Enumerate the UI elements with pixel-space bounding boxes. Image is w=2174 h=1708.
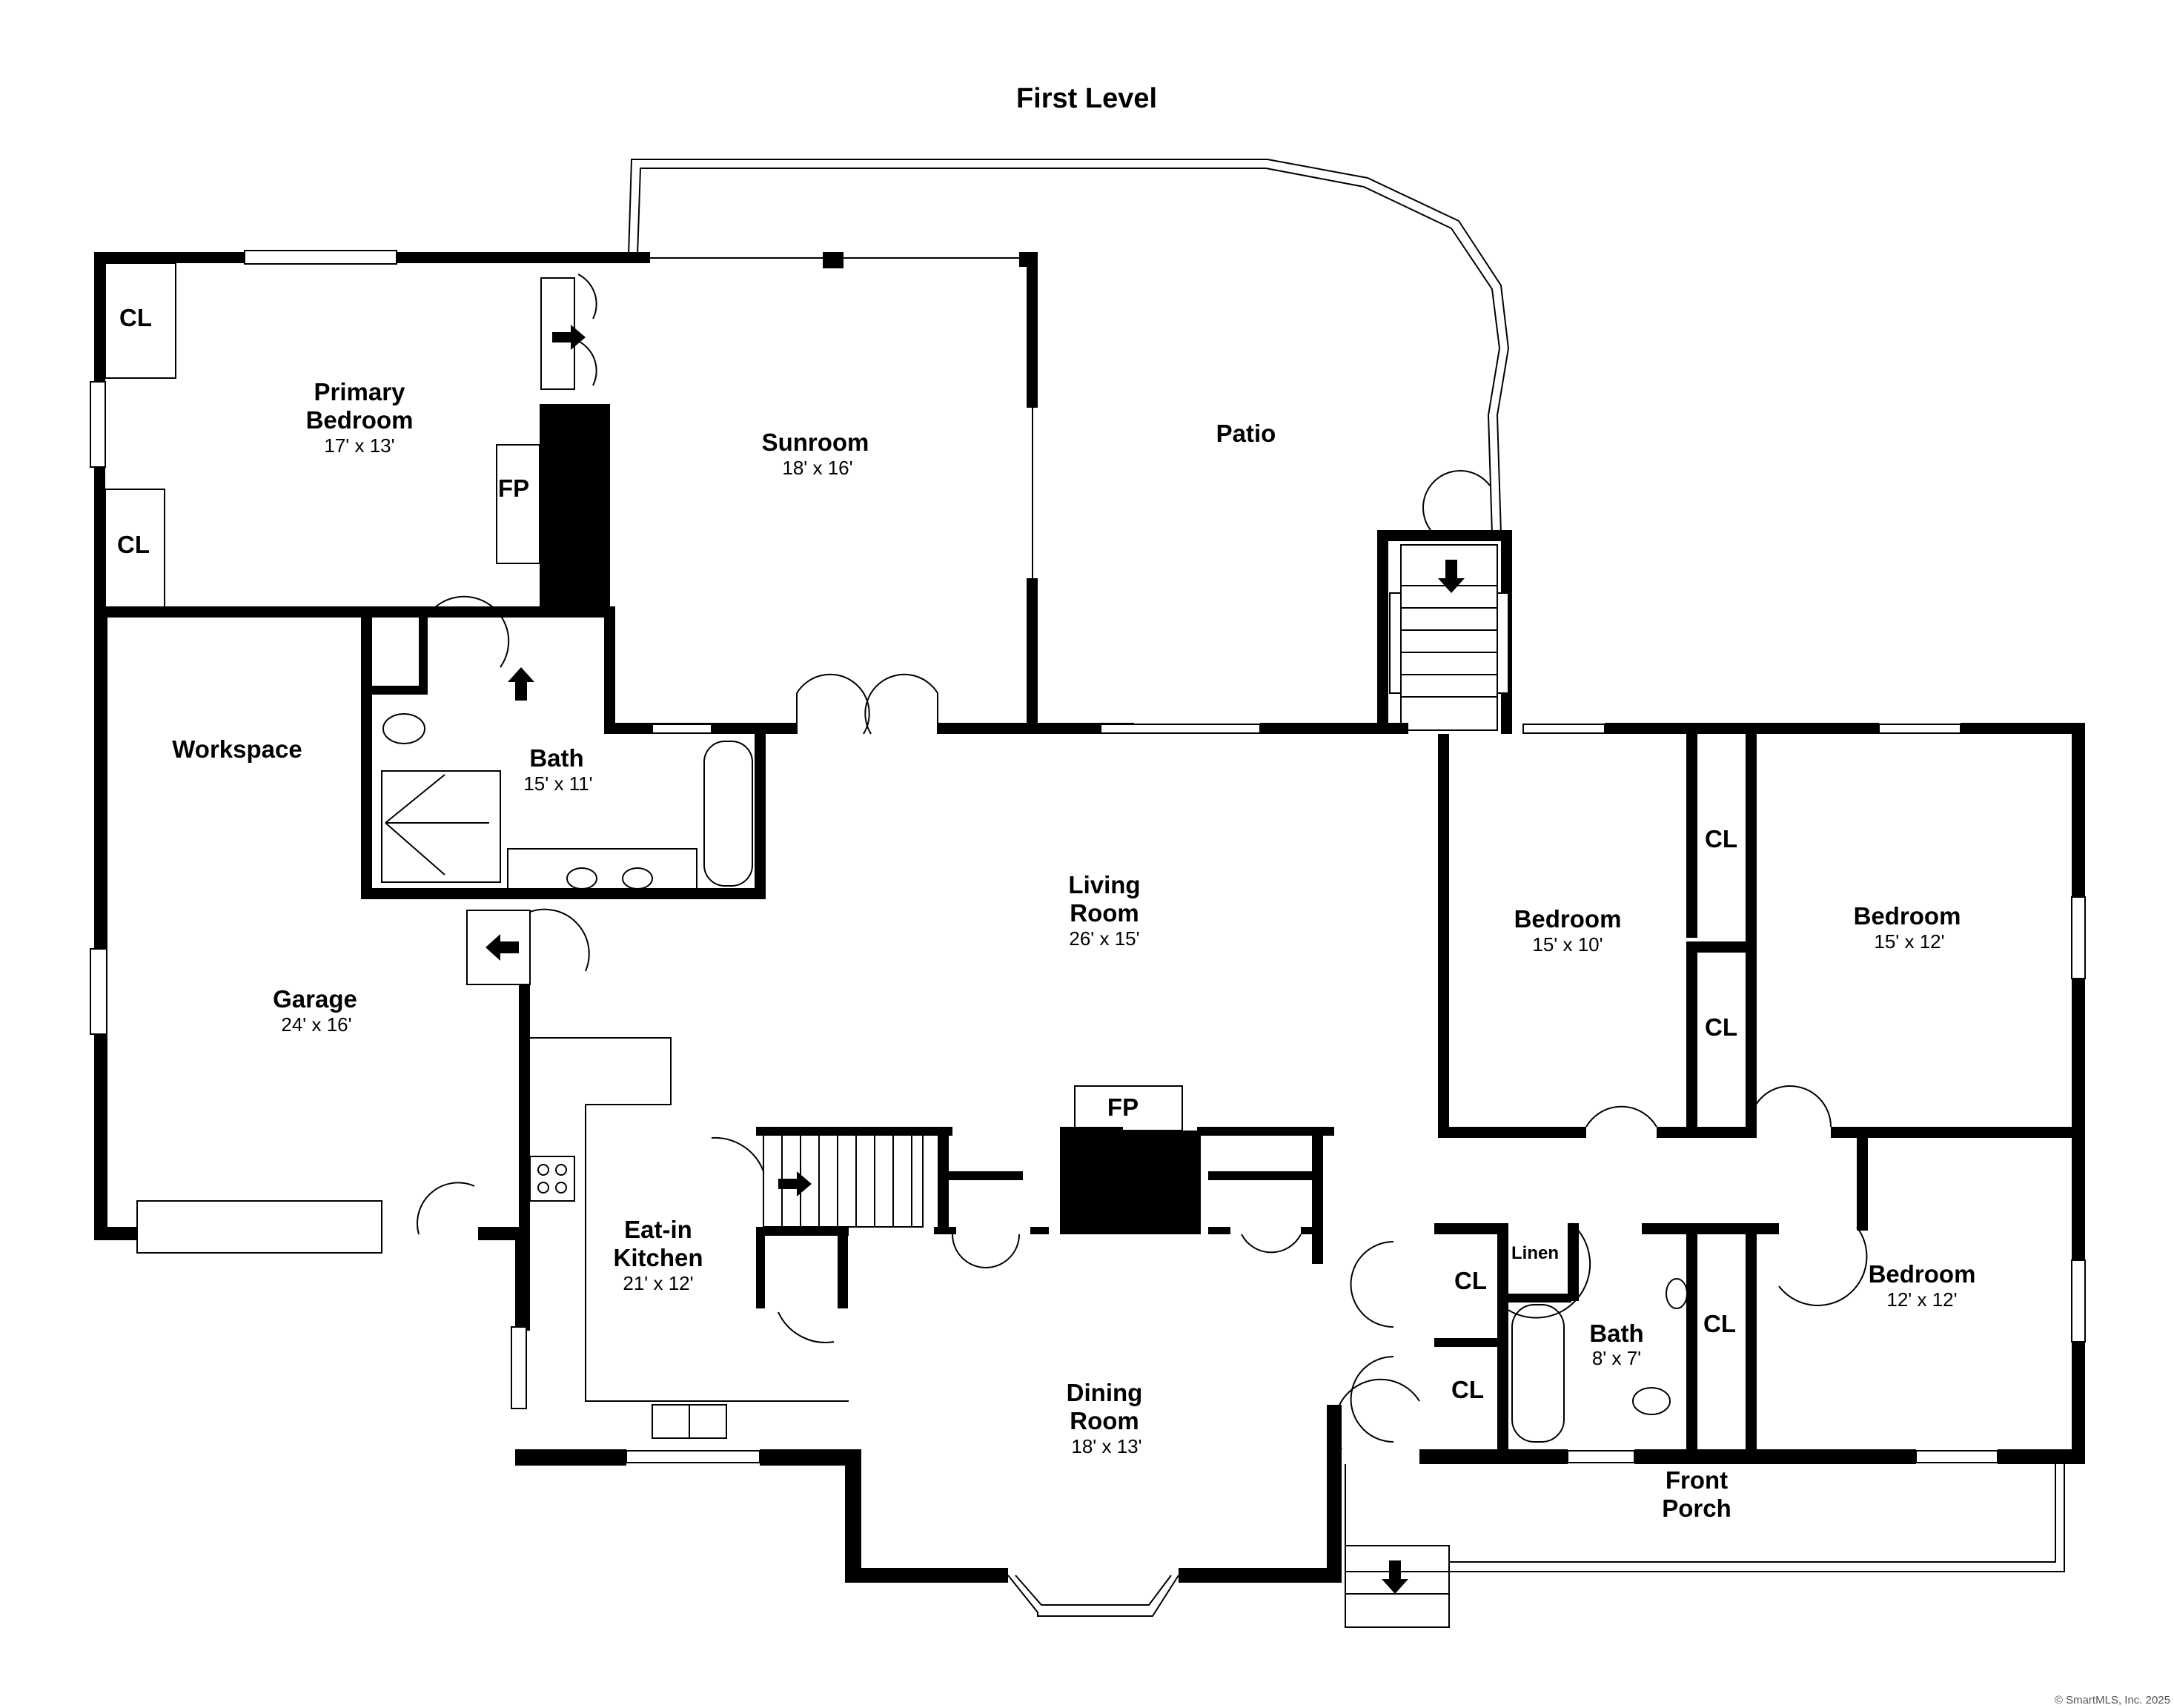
- svg-text:15' x 10': 15' x 10': [1532, 933, 1603, 956]
- bath-main-label: Bath 15' x 11': [523, 744, 592, 795]
- svg-text:Room: Room: [1070, 1407, 1139, 1434]
- garage-label: Garage 24' x 16': [273, 985, 357, 1036]
- svg-text:15' x 12': 15' x 12': [1874, 930, 1944, 953]
- svg-text:Living: Living: [1068, 871, 1140, 898]
- svg-text:Bath: Bath: [1589, 1320, 1643, 1347]
- fixtures: [105, 257, 2065, 1628]
- svg-text:Porch: Porch: [1662, 1494, 1731, 1522]
- svg-text:Garage: Garage: [273, 985, 357, 1013]
- arrow-up-icon: [508, 667, 534, 701]
- svg-text:18' x 16': 18' x 16': [782, 457, 852, 479]
- closet-label: CL: [119, 304, 152, 331]
- closet-label: CL: [117, 531, 150, 558]
- bath-hall-label: Bath 8' x 7': [1589, 1320, 1643, 1369]
- bedroom-c-label: Bedroom 12' x 12': [1869, 1260, 1976, 1311]
- svg-text:12' x 12': 12' x 12': [1886, 1288, 1957, 1311]
- svg-text:Bedroom: Bedroom: [1869, 1260, 1976, 1288]
- svg-text:Room: Room: [1070, 899, 1139, 927]
- workspace-label: Workspace: [172, 735, 302, 763]
- patio-label: Patio: [1216, 420, 1276, 447]
- plan-title: First Level: [1016, 83, 1157, 114]
- bedroom-b-label: Bedroom 15' x 12': [1854, 902, 1961, 953]
- windows: [90, 250, 2086, 1463]
- fireplace-label: FP: [498, 474, 529, 502]
- svg-text:Front: Front: [1666, 1466, 1728, 1494]
- svg-text:24' x 16': 24' x 16': [281, 1013, 351, 1036]
- svg-text:21' x 12': 21' x 12': [623, 1272, 693, 1294]
- svg-text:Bath: Bath: [529, 744, 583, 772]
- closet-label: CL: [1703, 1310, 1736, 1337]
- dining-room-label: Dining Room 18' x 13': [1067, 1379, 1143, 1457]
- walls: [94, 252, 2085, 1583]
- svg-text:Eat-in: Eat-in: [624, 1216, 692, 1243]
- arrow-right-icon: [778, 1171, 812, 1196]
- closet-label: CL: [1705, 1013, 1737, 1041]
- closet-label: CL: [1705, 825, 1737, 853]
- svg-text:26' x 15': 26' x 15': [1069, 927, 1139, 950]
- stair-arrows: [466, 325, 1465, 1594]
- svg-text:Sunroom: Sunroom: [762, 428, 869, 456]
- arrow-right-icon: [552, 325, 586, 350]
- kitchen-label: Eat-in Kitchen 21' x 12': [613, 1216, 703, 1294]
- living-room-label: Living Room 26' x 15': [1068, 871, 1140, 950]
- patio-stair-treads: [1401, 585, 1497, 698]
- patio-outline: [628, 159, 1510, 534]
- svg-text:Kitchen: Kitchen: [613, 1244, 703, 1271]
- patio-outline-inner: [637, 168, 1501, 534]
- linen-label: Linen: [1511, 1243, 1559, 1263]
- closet-label: CL: [1451, 1376, 1484, 1403]
- svg-text:15' x 11': 15' x 11': [523, 772, 592, 795]
- bedroom-a-label: Bedroom 15' x 10': [1514, 905, 1622, 956]
- arrow-down-icon: [1438, 560, 1465, 593]
- sunroom-label: Sunroom 18' x 16': [762, 428, 869, 479]
- fireplace-label: FP: [1107, 1093, 1139, 1121]
- closet-label: CL: [1454, 1267, 1487, 1294]
- copyright-credit: © SmartMLS, Inc. 2025: [2055, 1694, 2170, 1707]
- svg-text:8' x 7': 8' x 7': [1592, 1347, 1641, 1369]
- svg-text:18' x 13': 18' x 13': [1071, 1435, 1141, 1457]
- svg-text:Dining: Dining: [1067, 1379, 1143, 1406]
- doors: [417, 274, 1868, 1450]
- svg-text:Bedroom: Bedroom: [1854, 902, 1961, 930]
- svg-text:Primary: Primary: [314, 378, 406, 406]
- svg-text:Bedroom: Bedroom: [1514, 905, 1622, 933]
- arrow-left-icon: [485, 934, 519, 961]
- primary-bedroom-label: Primary Bedroom 17' x 13': [306, 378, 414, 457]
- svg-text:17' x 13': 17' x 13': [324, 434, 394, 457]
- front-porch-label: Front Porch: [1662, 1466, 1731, 1522]
- arrow-down-icon: [1382, 1560, 1408, 1594]
- svg-text:Bedroom: Bedroom: [306, 406, 414, 434]
